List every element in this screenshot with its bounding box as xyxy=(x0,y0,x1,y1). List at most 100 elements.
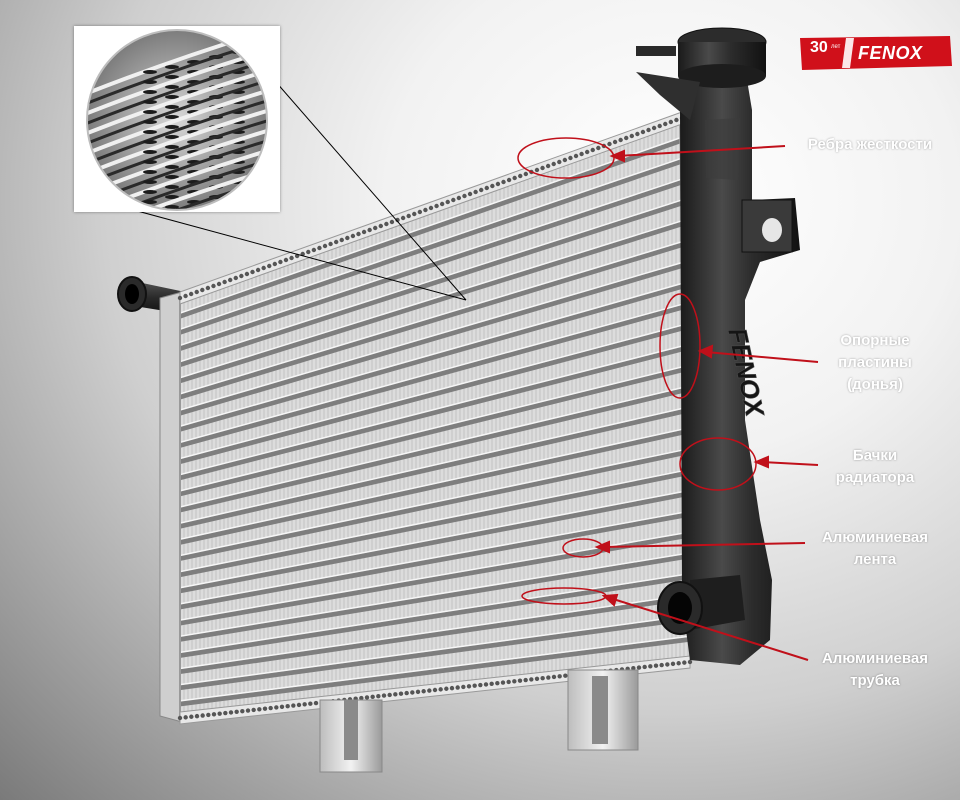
core-tube-highlight xyxy=(180,261,683,411)
plate-hole xyxy=(194,713,200,719)
core-tube xyxy=(180,387,686,513)
plate-hole xyxy=(217,711,222,716)
plate-hole xyxy=(356,231,361,237)
plate-hole xyxy=(267,263,272,269)
plate-hole xyxy=(345,235,350,241)
plate-hole xyxy=(398,691,404,696)
plate-hole xyxy=(381,693,387,698)
core-tube-highlight xyxy=(180,490,688,589)
plate-hole xyxy=(428,205,434,211)
plate-hole xyxy=(517,678,523,683)
plate-hole xyxy=(467,191,473,197)
plate-hole xyxy=(479,187,484,193)
inset-louver xyxy=(143,70,157,74)
core-tube xyxy=(180,262,684,416)
plate-hole xyxy=(657,123,662,129)
inset-louver xyxy=(143,190,157,194)
plate-hole xyxy=(557,159,562,165)
plate-hole xyxy=(624,135,629,141)
core-tube-highlight xyxy=(180,282,684,427)
core-tube-highlight xyxy=(180,240,683,395)
plate-hole xyxy=(618,137,623,143)
plate-hole xyxy=(478,682,483,688)
plate-hole xyxy=(596,145,601,151)
fin-detail-inset xyxy=(74,26,280,212)
plate-hole xyxy=(665,662,670,667)
plate-hole xyxy=(350,233,356,239)
core-tube xyxy=(180,325,685,464)
plate-hole xyxy=(640,129,646,135)
plate-hole xyxy=(268,705,273,711)
plate-hole xyxy=(434,203,439,209)
inset-louver xyxy=(165,75,179,79)
plate-hole xyxy=(289,255,294,261)
plate-hole xyxy=(668,119,674,125)
plate-hole xyxy=(261,265,266,271)
core-tube xyxy=(180,574,689,658)
plate-hole xyxy=(518,173,523,179)
inset-louver xyxy=(165,65,179,69)
core-tube-highlight xyxy=(180,344,685,476)
plate-hole xyxy=(234,709,239,714)
plate-hole xyxy=(333,239,339,245)
core-tube xyxy=(180,491,688,594)
plate-hole xyxy=(216,281,222,287)
core-tube xyxy=(180,449,687,561)
plate-hole xyxy=(257,707,262,712)
plate-hole xyxy=(484,185,489,191)
top-plate-edge xyxy=(177,111,685,305)
plate-hole xyxy=(317,245,322,251)
plate-hole xyxy=(311,247,317,253)
callout-label-tube: Алюминиевая трубка xyxy=(821,650,929,689)
logo-brand-name: FENOX xyxy=(858,43,923,63)
plate-hole xyxy=(322,243,328,249)
plate-hole xyxy=(177,715,183,721)
plate-hole xyxy=(456,195,462,201)
plate-hole xyxy=(659,662,664,668)
plate-hole xyxy=(211,712,217,717)
callout-markers xyxy=(517,137,757,605)
plate-hole xyxy=(283,257,289,263)
inset-louver xyxy=(165,175,179,179)
inset-fin xyxy=(87,58,267,132)
fin-detail-image xyxy=(86,29,268,211)
plate-hole xyxy=(629,133,634,139)
plate-hole xyxy=(359,695,364,701)
plate-hole xyxy=(545,163,551,169)
plate-hole xyxy=(546,675,551,680)
plate-hole xyxy=(573,153,579,159)
plate-hole xyxy=(670,661,676,667)
core-tube-highlight xyxy=(180,220,683,379)
plate-hole xyxy=(445,199,450,205)
plate-hole xyxy=(512,679,517,684)
inset-louver xyxy=(143,140,157,144)
plate-hole xyxy=(540,675,545,681)
plate-hole xyxy=(373,225,378,231)
plate-hole xyxy=(523,171,529,177)
plate-hole xyxy=(490,183,495,189)
core-tube-highlight xyxy=(180,573,689,654)
callout-label-plates: Опорные пластины (донья) xyxy=(838,332,912,393)
plate-hole xyxy=(472,683,477,688)
plate-hole xyxy=(255,267,261,273)
plate-hole xyxy=(400,215,406,221)
core-tube xyxy=(180,429,687,545)
inset-fin xyxy=(87,88,267,162)
inset-louver xyxy=(165,125,179,129)
core-tube xyxy=(180,470,688,578)
plate-hole xyxy=(506,679,511,685)
plate-hole xyxy=(205,285,211,291)
plate-hole xyxy=(200,713,205,718)
inset-louver xyxy=(143,180,157,184)
bottom-plate-edge xyxy=(177,655,693,725)
callout-leader-lines xyxy=(594,145,819,661)
core-tube-highlight xyxy=(180,137,681,314)
callout-label-tanks: Бачки радиатора xyxy=(835,447,915,486)
plate-hole xyxy=(676,661,681,666)
inset-louver xyxy=(165,145,179,149)
plate-hole xyxy=(188,291,194,297)
plate-hole xyxy=(223,710,228,716)
plate-hole xyxy=(506,177,512,183)
core-tube xyxy=(180,366,686,497)
radiator-tank: FENOX xyxy=(636,27,800,665)
